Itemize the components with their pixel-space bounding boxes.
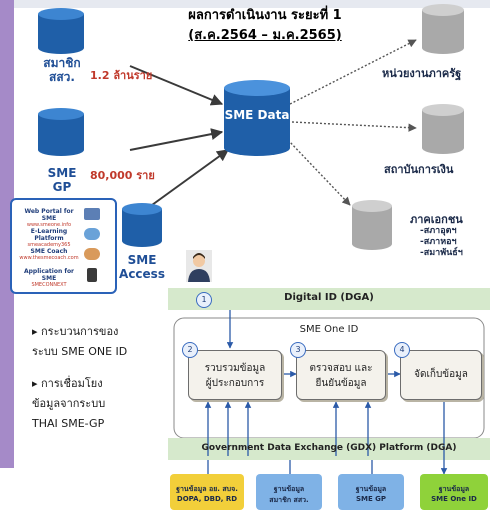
step-number: 2 xyxy=(182,342,198,358)
private-sector-list: -สภาอุตฯ -สภาหอฯ -สมาพันธ์ฯ xyxy=(420,226,463,259)
arrow-smedata-to-private xyxy=(287,139,351,206)
sme-one-id-title: SME One ID xyxy=(299,324,359,335)
step-line: ตรวจสอบ และ xyxy=(309,363,373,374)
store-dopa-database: ฐานข้อมูล อย. สบจ. DOPA, DBD, RD xyxy=(170,474,244,510)
step-line: รวบรวมข้อมูล xyxy=(204,363,266,374)
arrow-access-to-smedata xyxy=(151,149,229,206)
step-number: 1 xyxy=(196,292,212,308)
store-line: SME One ID xyxy=(431,495,477,503)
store-line: SME GP xyxy=(355,495,387,503)
coach-person-icon xyxy=(84,248,100,260)
access-item-url: smeacademy365 xyxy=(27,242,71,248)
sme-one-id-flow: Digital ID (DGA) 1 SME One ID รวบรวมข้อม… xyxy=(168,288,490,512)
step-line: จัดเก็บข้อมูล xyxy=(414,369,468,380)
side-accent-bar xyxy=(0,0,14,468)
access-item-url: www.smeone.info xyxy=(26,222,72,228)
private-sector-item: -สมาพันธ์ฯ xyxy=(420,248,463,258)
bullet-gp-link: ▸ การเชื่อมโยง ข้อมูลจากระบบ THAI SME-GP xyxy=(32,374,105,434)
access-item-name: SME Coach xyxy=(30,248,68,255)
gdx-band: Government Data Exchange (GDX) Platform … xyxy=(201,443,457,453)
sme-gp-database-icon xyxy=(38,108,84,156)
bullet-line: THAI SME-GP xyxy=(32,417,105,430)
access-item-name: Web Portal for SME xyxy=(24,208,74,222)
store-line: ฐานข้อมูล xyxy=(355,485,387,493)
arrow-member-to-smedata xyxy=(129,65,224,106)
web-portal-icon xyxy=(84,208,100,220)
bullet-line: ระบบ SME ONE ID xyxy=(32,345,128,358)
sme-access-database-icon xyxy=(122,203,162,247)
arrow-smedata-to-gov xyxy=(289,39,417,105)
sme-gp-count: 80,000 ราย xyxy=(90,169,155,182)
step-number: 3 xyxy=(290,342,306,358)
financial-institution-database-icon xyxy=(422,104,464,154)
sme-gp-label: SME GP xyxy=(47,166,77,194)
member-count: 1.2 ล้านราย xyxy=(90,69,153,82)
access-item-name: E-Learning Platform xyxy=(30,228,68,242)
step-store-box: จัดเก็บข้อมูล xyxy=(400,350,482,400)
store-sme-gp-database: ฐานข้อมูล SME GP xyxy=(338,474,404,510)
step-line: ผู้ประกอบการ xyxy=(205,378,265,389)
gov-agency-label: หน่วยงานภาครัฐ xyxy=(382,67,462,80)
member-database-icon xyxy=(38,8,84,54)
top-diagram-arrows xyxy=(129,39,417,206)
store-sme-one-id-database: ฐานข้อมูล SME One ID xyxy=(420,474,488,510)
step-line: ยืนยันข้อมูล xyxy=(315,378,367,389)
arrow-smedata-to-fin xyxy=(291,121,417,132)
mobile-phone-icon xyxy=(87,268,97,282)
bullet-line: ข้อมูลจากระบบ xyxy=(32,397,106,410)
store-member-database: ฐานข้อมูล สมาชิก สสว. xyxy=(256,474,322,510)
digital-id-band: Digital ID (DGA) xyxy=(284,292,374,303)
step-number: 4 xyxy=(394,342,410,358)
store-line: ฐานข้อมูล อย. สบจ. xyxy=(176,485,238,493)
bullet-process: ▸ กระบวนการของ ระบบ SME ONE ID xyxy=(32,322,127,362)
store-line: ฐานข้อมูล xyxy=(273,485,305,493)
gov-agency-database-icon xyxy=(422,4,464,54)
top-band xyxy=(14,0,490,8)
private-sector-database-icon xyxy=(352,200,392,250)
store-line: DOPA, DBD, RD xyxy=(176,495,238,503)
step-collect-box: รวบรวมข้อมูล ผู้ประกอบการ xyxy=(188,350,282,400)
financial-institution-label: สถาบันการเงิน xyxy=(384,163,454,176)
member-label: สมาชิก สสว. xyxy=(43,56,81,84)
private-sector-label: ภาคเอกชน xyxy=(410,213,463,226)
access-item-name: Application for SME xyxy=(23,268,75,282)
sme-access-label: SME Access xyxy=(119,253,165,281)
store-line: ฐานข้อมูล xyxy=(438,485,470,493)
private-sector-item: -สภาหอฯ xyxy=(420,237,457,247)
title-line2: (ส.ค.2564 – ม.ค.2565) xyxy=(188,28,342,43)
title-line1: ผลการดำเนินงาน ระยะที่ 1 xyxy=(188,8,342,23)
sme-data-database-icon xyxy=(224,80,290,156)
diagram-title: ผลการดำเนินงาน ระยะที่ 1 (ส.ค.2564 – ม.ค… xyxy=(150,6,380,46)
user-avatar-icon xyxy=(186,250,212,282)
private-sector-item: -สภาอุตฯ xyxy=(420,226,457,236)
store-line: สมาชิก สสว. xyxy=(269,496,309,504)
bullet-line: ▸ การเชื่อมโยง xyxy=(32,377,103,390)
step-verify-box: ตรวจสอบ และ ยืนยันข้อมูล xyxy=(296,350,386,400)
bullet-line: ▸ กระบวนการของ xyxy=(32,325,119,338)
access-item-url: www.thesmecoach.com xyxy=(19,255,79,261)
sme-data-label: SME Data xyxy=(224,108,290,122)
access-item-url: SMECONNEXT xyxy=(31,282,67,288)
graduation-cap-icon xyxy=(84,228,100,240)
arrow-gp-to-smedata xyxy=(129,128,224,151)
